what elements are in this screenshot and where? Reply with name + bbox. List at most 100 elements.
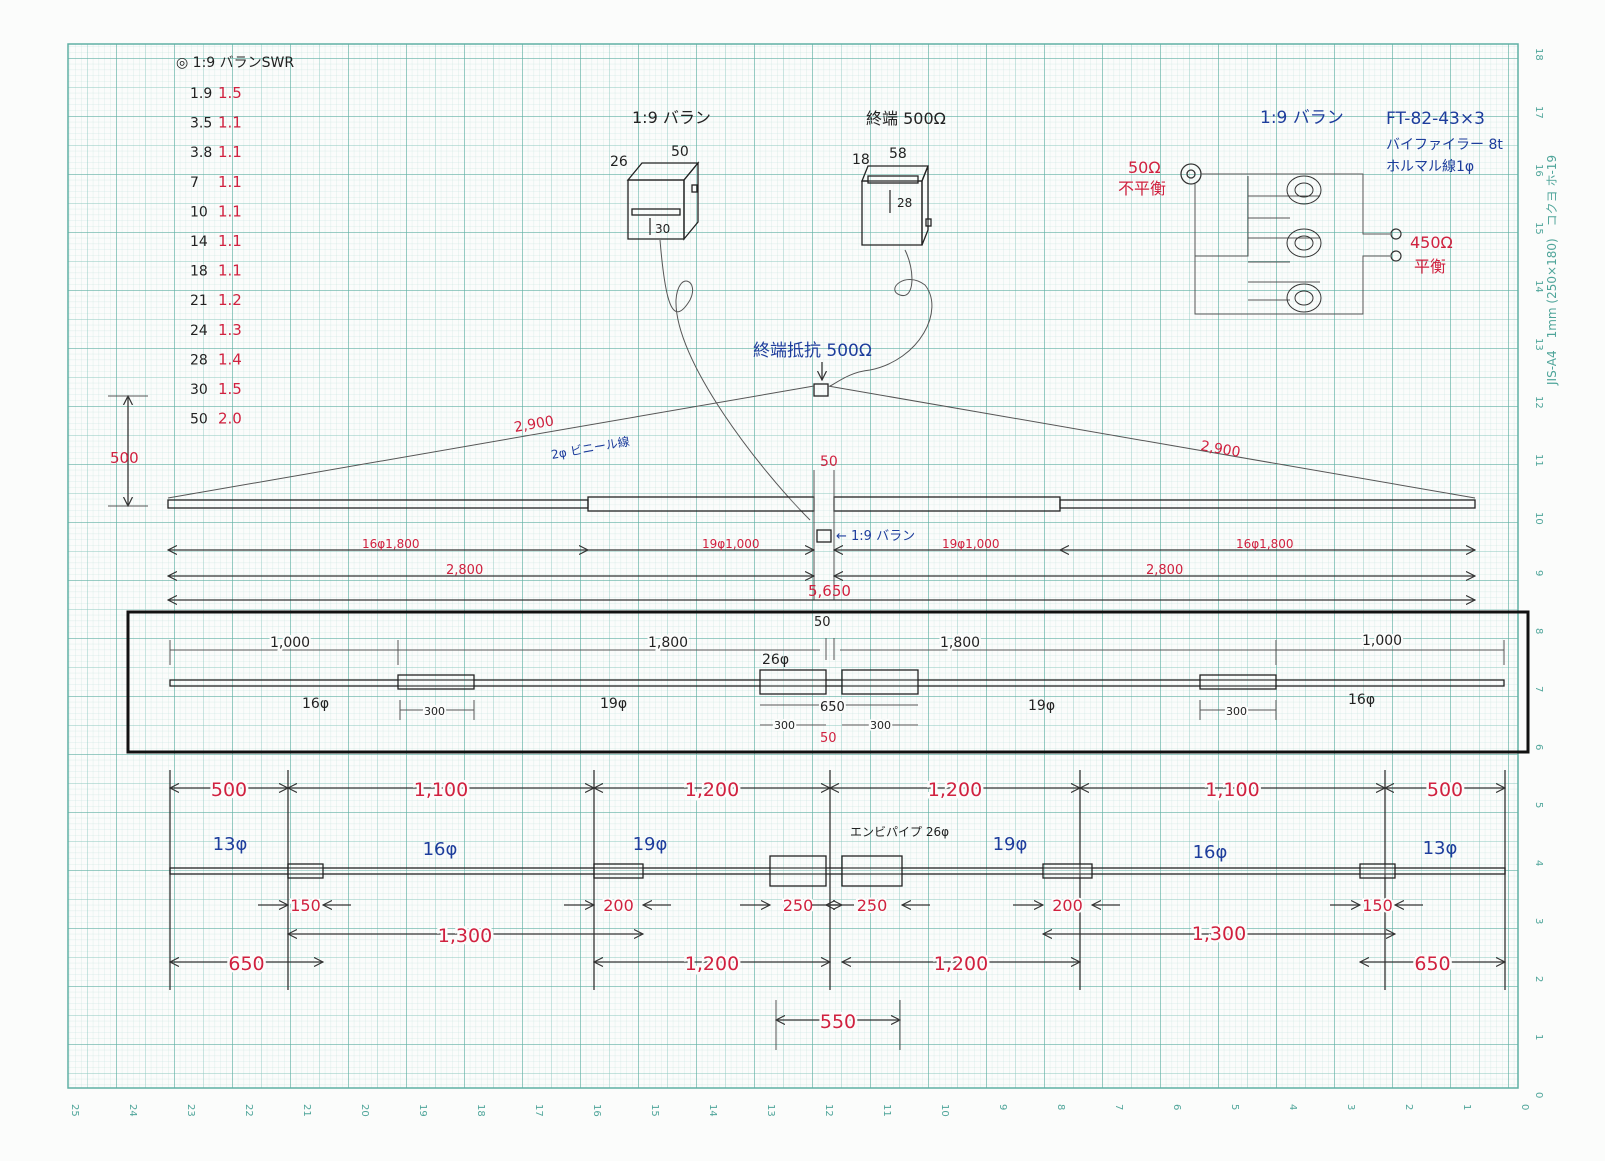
scale-tick: 11	[881, 1104, 892, 1117]
half-right: 2,800	[1146, 563, 1183, 578]
scale-tick: 21	[301, 1104, 312, 1117]
dia-label: 13φ	[213, 834, 248, 855]
paper-label: JIS-A4 1mm (250×180) コクヨ ホ-19	[1545, 155, 1559, 386]
swr-value: 1.1	[218, 202, 242, 220]
balun-tag: ← 1:9 バラン	[836, 529, 915, 544]
scale-tick: 1	[1461, 1104, 1472, 1110]
center-span-label: 550	[820, 1011, 856, 1033]
span-label: 1,200	[685, 779, 739, 801]
seg-outer-left: 16φ1,800	[362, 537, 420, 551]
scale-tick: 3	[1533, 918, 1544, 924]
dia-outer-left: 16φ	[302, 696, 329, 712]
span-label: 650	[1414, 953, 1450, 975]
scale-tick: 12	[823, 1104, 834, 1117]
swr-value: 1.3	[218, 321, 242, 339]
scale-tick: 13	[1533, 338, 1544, 351]
balun-box-title: 1:9 バラン	[632, 108, 711, 127]
overlap-joint	[287, 863, 324, 879]
schematic-out-type: 平衡	[1414, 257, 1446, 276]
swr-value: 2.0	[218, 410, 242, 428]
scale-tick: 3	[1345, 1104, 1356, 1110]
seg-inner-left: 19φ1,000	[702, 537, 760, 551]
scale-tick: 10	[939, 1104, 950, 1117]
swr-band: 14	[190, 234, 208, 250]
total-length: 5,650	[808, 582, 851, 600]
scale-tick: 0	[1519, 1104, 1530, 1110]
overlap-label: 200	[1052, 896, 1083, 915]
span-label: 1,100	[1205, 779, 1259, 801]
scale-tick: 17	[533, 1104, 544, 1117]
scale-tick: 25	[69, 1104, 80, 1117]
scale-tick: 14	[1533, 280, 1544, 293]
scale-tick: 16	[1533, 164, 1544, 177]
schematic-wire2: ホルマル線1φ	[1386, 159, 1474, 175]
scale-tick: 14	[707, 1104, 718, 1117]
half-left: 2,800	[446, 563, 483, 578]
schematic-in-imp: 50Ω	[1128, 158, 1161, 177]
scale-tick: 8	[1055, 1104, 1066, 1110]
dia-inner-right: 19φ	[1028, 698, 1055, 714]
scale-tick: 9	[997, 1104, 1008, 1110]
scale-tick: 2	[1533, 976, 1544, 982]
span-label: 1,200	[928, 779, 982, 801]
scale-tick: 6	[1533, 744, 1544, 750]
len-inner-right: 1,800	[940, 635, 980, 651]
span-label: 500	[1427, 779, 1463, 801]
balun-box-width: 26	[610, 154, 628, 170]
swr-value: 1.1	[218, 114, 242, 132]
scale-tick: 17	[1533, 106, 1544, 119]
swr-value: 1.1	[218, 262, 242, 280]
swr-value: 1.1	[218, 173, 242, 191]
span-label: 1,100	[414, 779, 468, 801]
overlap-label: 200	[603, 896, 634, 915]
dia-label: 19φ	[633, 834, 668, 855]
schematic-title: 1:9 バラン	[1260, 108, 1344, 128]
schematic-core: FT-82-43×3	[1386, 109, 1485, 129]
scale-tick: 15	[649, 1104, 660, 1117]
swr-value: 1.5	[218, 84, 242, 102]
scale-tick: 19	[417, 1104, 428, 1117]
swr-band: 10	[190, 204, 208, 220]
swr-value: 1.4	[218, 350, 242, 368]
dia-label: 16φ	[1193, 842, 1228, 863]
term-box-height: 28	[897, 196, 912, 210]
span-label: 650	[228, 953, 264, 975]
scale-tick: 23	[185, 1104, 196, 1117]
scale-tick: 4	[1533, 860, 1544, 866]
balun-box-sketch: 1:9 バラン 26 50 30	[610, 108, 711, 241]
scale-tick: 7	[1113, 1104, 1124, 1110]
overlap-label: 250	[783, 896, 814, 915]
center-ov-right: 300	[870, 719, 891, 732]
center-ov-left: 300	[774, 719, 795, 732]
detail-gap-top: 50	[814, 615, 831, 630]
termination-box-sketch: 終端 500Ω 18 58 28	[852, 109, 946, 246]
term-box-title: 終端 500Ω	[866, 109, 946, 128]
swr-band: 3.8	[190, 145, 212, 161]
swr-title: ◎ 1:9 バランSWR	[176, 55, 294, 71]
span-label: 1,300	[438, 925, 492, 947]
dia-label: 13φ	[1423, 838, 1458, 859]
gap-top-label: 50	[820, 454, 838, 470]
center-pipe-right	[841, 855, 903, 887]
detail-gap-bottom: 50	[820, 731, 837, 746]
center-pipe-left	[769, 855, 827, 887]
overlap-joint	[1042, 863, 1093, 879]
overlap-label: 150	[290, 896, 321, 915]
term-resistor-label: 終端抵抗 500Ω	[753, 341, 872, 361]
span-label: 1,200	[934, 953, 988, 975]
scale-tick: 12	[1533, 396, 1544, 409]
schematic-wire1: バイファイラー 8t	[1386, 137, 1503, 153]
scale-tick: 8	[1533, 628, 1544, 634]
